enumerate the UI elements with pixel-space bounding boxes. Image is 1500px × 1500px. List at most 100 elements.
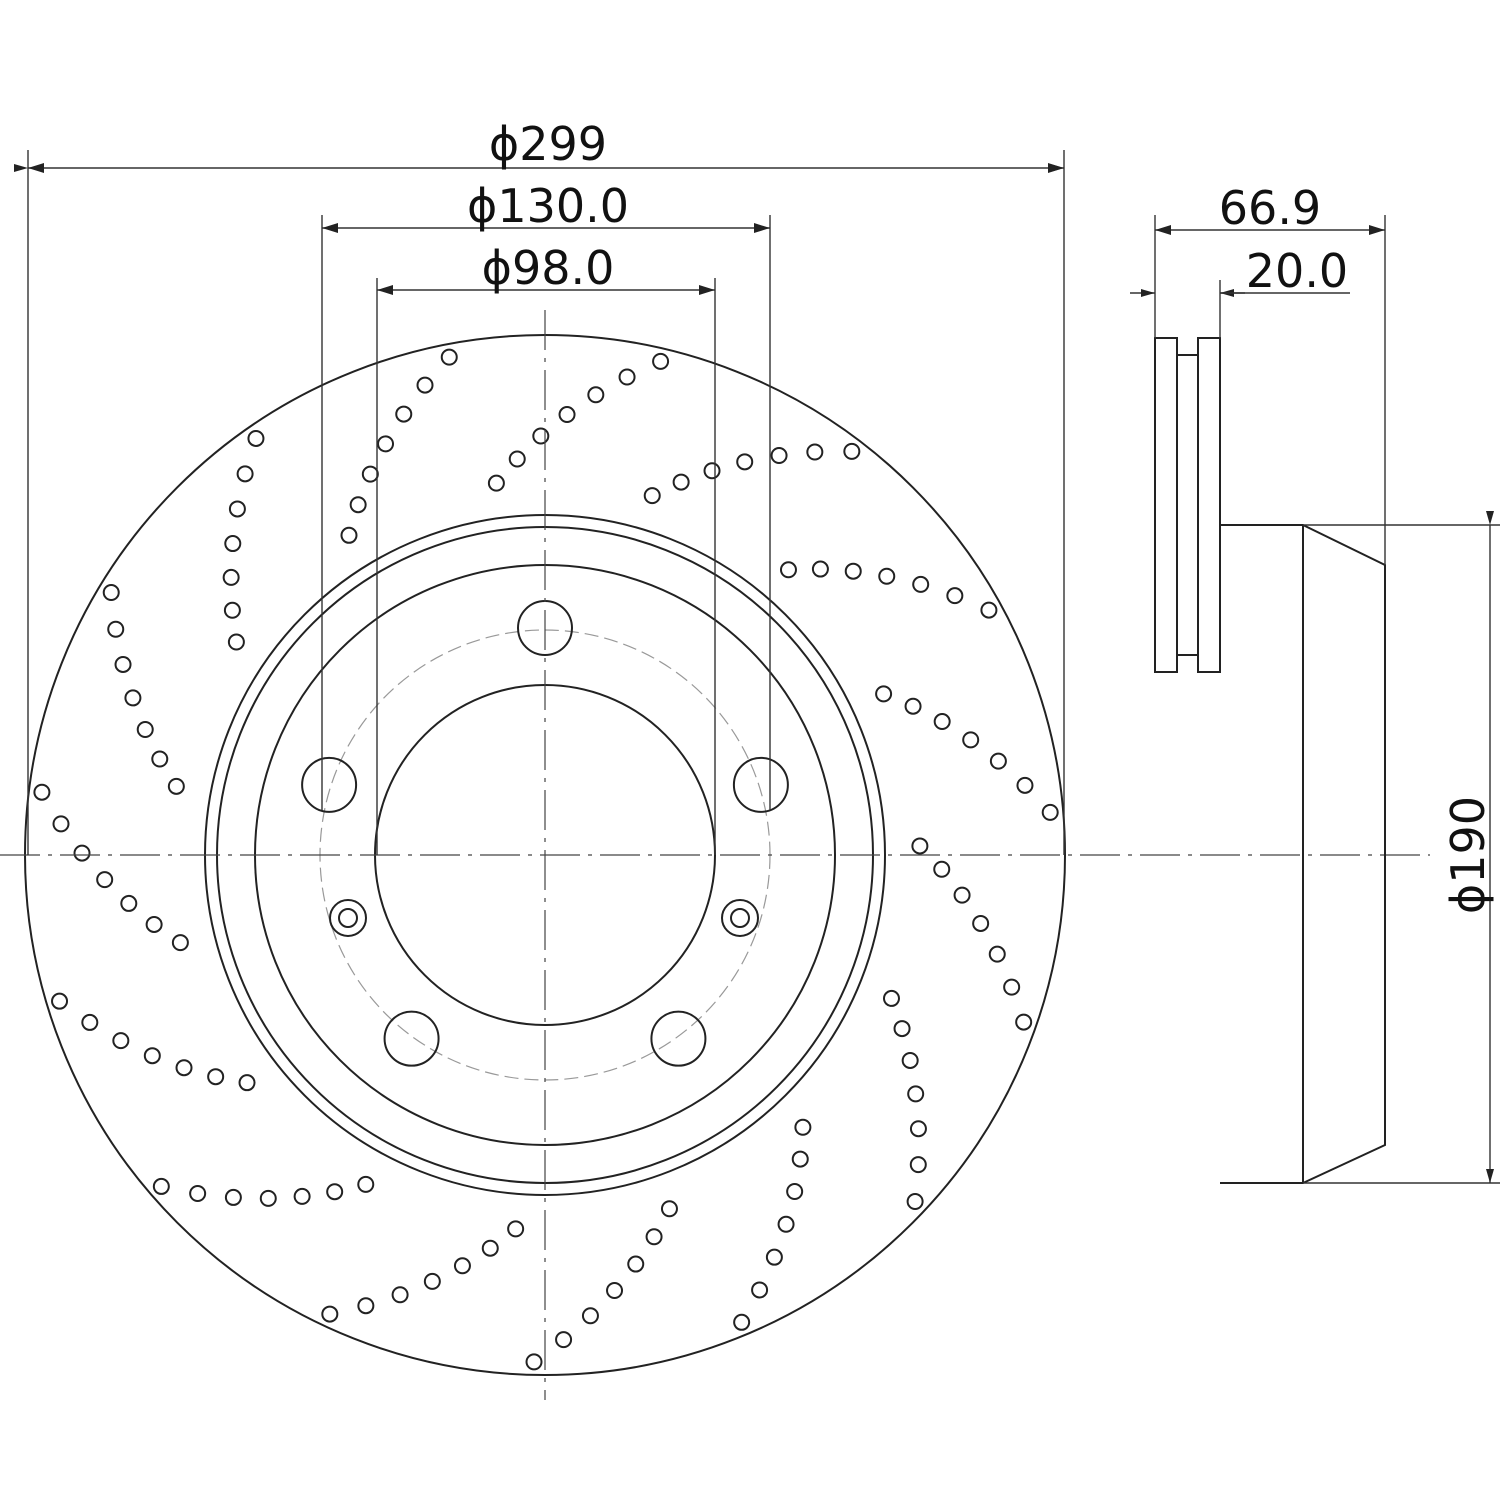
drilled-hole [587, 386, 605, 404]
bolt-hole [301, 756, 358, 813]
drilled-hole [532, 427, 550, 445]
dim-thickness: 20.0 [1130, 244, 1350, 338]
drilled-hole [581, 1307, 599, 1325]
drilled-hole [189, 1184, 207, 1202]
drilled-hole [340, 526, 358, 544]
drilled-hole [357, 1297, 375, 1315]
drilled-hole [227, 633, 245, 651]
drilled-hole [791, 1150, 809, 1168]
drilled-hole [672, 473, 690, 491]
drilled-hole [904, 697, 922, 715]
drilled-hole [736, 453, 754, 471]
drilled-hole [660, 1200, 678, 1218]
drilled-hole [643, 487, 661, 505]
drilled-hole [962, 731, 980, 749]
drilled-hole [933, 713, 951, 731]
drilled-hole [228, 500, 246, 518]
drilled-hole [1003, 978, 1021, 996]
drilled-hole [779, 561, 797, 579]
drilled-hole [893, 1020, 911, 1038]
drilled-hole [136, 721, 154, 739]
drilled-hole [167, 777, 185, 795]
bolt-hole [732, 756, 789, 813]
drilled-hole [770, 447, 788, 465]
drilled-hole [946, 587, 964, 605]
drilled-hole [901, 1051, 919, 1069]
drilled-hole [765, 1248, 783, 1266]
locating-hole-inner [338, 908, 358, 928]
dim-center-bore: ϕ98.0 [376, 241, 716, 855]
drilled-hole [909, 1156, 927, 1174]
drilled-hole [207, 1068, 225, 1086]
drilled-hole [124, 689, 142, 707]
drilled-hole [349, 496, 367, 514]
drilled-hole [293, 1187, 311, 1205]
drilled-hole [906, 1193, 924, 1211]
drilled-hole [1016, 776, 1034, 794]
drilled-hole [907, 1085, 925, 1103]
drilled-hole [645, 1228, 663, 1246]
drilled-hole [171, 934, 189, 952]
drilled-hole [481, 1239, 499, 1257]
drilled-hole [52, 815, 70, 833]
drilled-hole [806, 443, 824, 461]
drilled-hole [107, 620, 125, 638]
drilled-hole [357, 1175, 375, 1193]
dim-outer-diameter: ϕ299 [14, 117, 1065, 855]
drilled-hole [878, 567, 896, 585]
drilled-hole [81, 1013, 99, 1031]
drilled-hole [175, 1059, 193, 1077]
drilled-hole [440, 348, 458, 366]
drilled-hole [377, 435, 395, 453]
drilled-hole [1015, 1013, 1033, 1031]
drilled-hole [786, 1182, 804, 1200]
drilled-hole [102, 584, 120, 602]
drilled-hole [238, 1074, 256, 1092]
drilled-hole [909, 1120, 927, 1138]
drilled-hole [972, 914, 990, 932]
hat-profile [1220, 524, 1386, 1184]
drilled-hole [953, 886, 971, 904]
drilled-hole [361, 465, 379, 483]
drilled-hole [152, 1177, 170, 1195]
drilled-hole [558, 406, 576, 424]
drilled-hole [875, 685, 893, 703]
drilled-hole [555, 1331, 573, 1349]
drilled-hole [733, 1313, 751, 1331]
drilled-hole [73, 844, 91, 862]
drilled-hole [882, 989, 900, 1007]
drilled-hole [989, 752, 1007, 770]
drilled-holes [33, 348, 1059, 1371]
drilled-hole [96, 871, 114, 889]
hat-diameter-label: ϕ190 [1441, 796, 1495, 914]
drilled-hole [988, 945, 1006, 963]
drilled-hole [416, 376, 434, 394]
height-label: 66.9 [1219, 181, 1321, 235]
drilled-hole [844, 562, 862, 580]
drilled-hole [224, 1188, 242, 1206]
drilled-hole [606, 1281, 624, 1299]
drilled-hole [423, 1272, 441, 1290]
drilled-hole [247, 429, 265, 447]
drilled-hole [911, 837, 929, 855]
drilled-hole [777, 1215, 795, 1233]
drilled-hole [794, 1118, 812, 1136]
thickness-label: 20.0 [1246, 244, 1348, 298]
drilled-hole [120, 894, 138, 912]
dim-bolt-circle: ϕ130.0 [321, 179, 771, 810]
side-view [1154, 337, 1386, 1184]
drilled-hole [236, 465, 254, 483]
drilled-hole [145, 915, 163, 933]
outer-plate [1154, 337, 1178, 673]
drilled-hole [326, 1183, 344, 1201]
bolt-hole [383, 1010, 440, 1067]
drilled-hole [980, 601, 998, 619]
dim-height: 66.9 [1154, 181, 1386, 565]
drilled-hole [223, 601, 241, 619]
drilled-hole [933, 860, 951, 878]
bolt-circle-label: ϕ130.0 [467, 179, 629, 233]
center-bore-label: ϕ98.0 [482, 241, 615, 295]
drilled-hole [912, 575, 930, 593]
